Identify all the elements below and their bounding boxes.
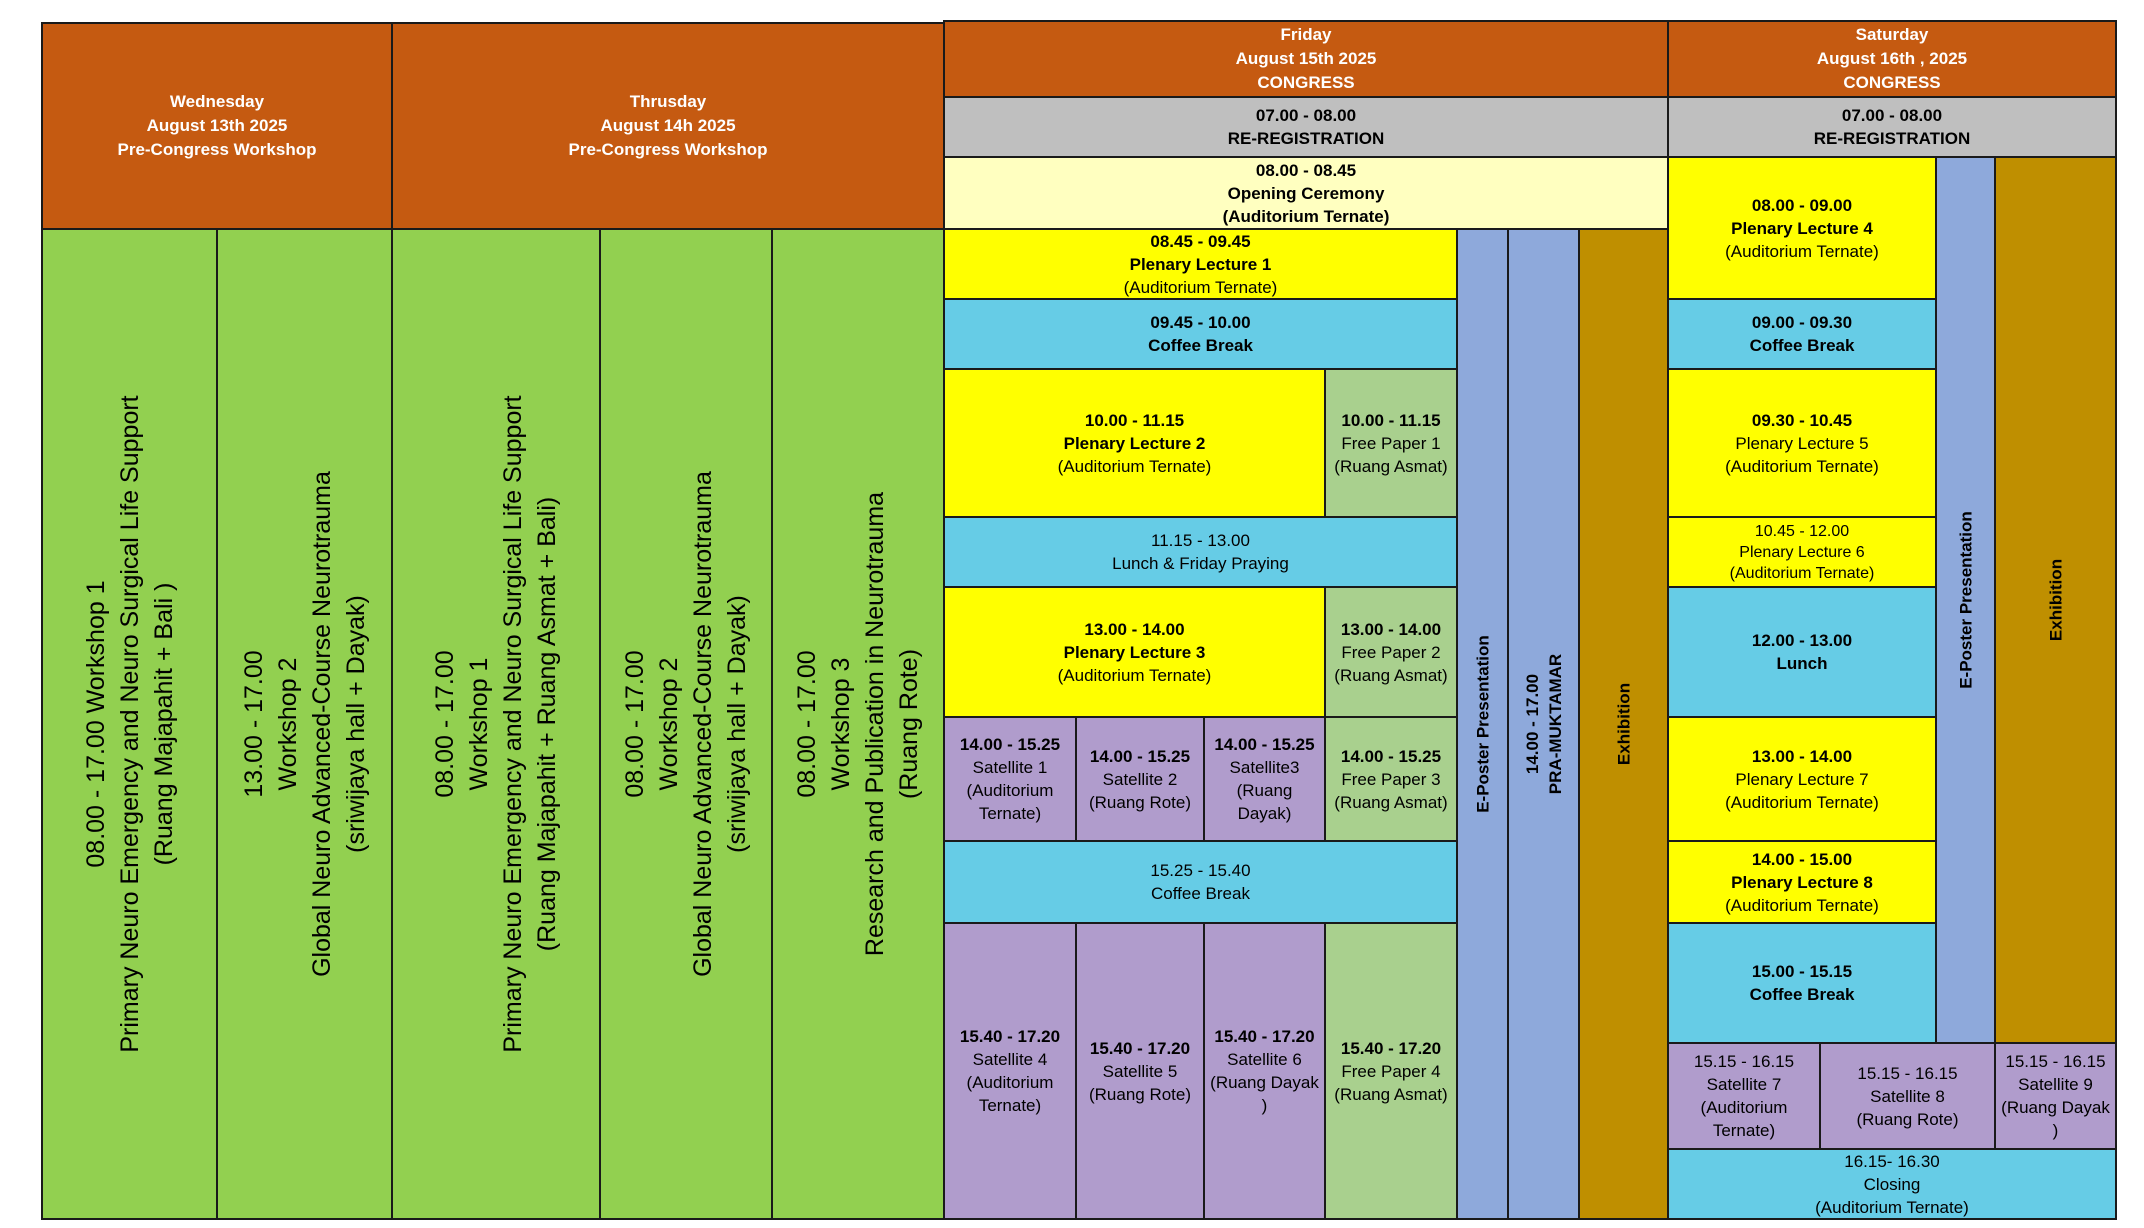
eposter-label: E-Poster Presentation: [1956, 511, 1975, 689]
header-day: Saturday: [1855, 25, 1929, 44]
saturday-coffee-break-1: 09.00 - 09.30 Coffee Break: [1667, 298, 1937, 370]
saturday-coffee-break-2: 15.00 - 15.15 Coffee Break: [1667, 922, 1937, 1044]
friday-satellite-6: 15.40 - 17.20 Satellite 6 (Ruang Dayak ): [1203, 922, 1326, 1220]
friday-satellite-2: 14.00 - 15.25 Satellite 2 (Ruang Rote): [1075, 716, 1205, 842]
wednesday-workshop-1: 08.00 - 17.00 Workshop 1 Primary Neuro E…: [41, 228, 218, 1220]
saturday-plenary-lecture-6: 10.45 - 12.00 Plenary Lecture 6 (Auditor…: [1667, 516, 1937, 588]
friday-satellite-1: 14.00 - 15.25 Satellite 1 (Auditorium Te…: [943, 716, 1077, 842]
friday-pra-muktamar: 14.00 - 17.00 PRA-MUKTAMAR: [1507, 228, 1580, 1220]
workshop-text: 08.00 - 17.00 Workshop 3 Research and Pu…: [793, 491, 923, 957]
saturday-plenary-lecture-5: 09.30 - 10.45 Plenary Lecture 5 (Auditor…: [1667, 368, 1937, 518]
friday-reregistration: 07.00 - 08.00 RE-REGISTRATION: [943, 96, 1669, 158]
saturday-satellite-8: 15.15 - 16.15 Satellite 8 (Ruang Rote): [1819, 1042, 1996, 1150]
exhibition-label: Exhibition: [2046, 558, 2065, 642]
saturday-lunch: 12.00 - 13.00 Lunch: [1667, 586, 1937, 718]
friday-free-paper-4: 15.40 - 17.20 Free Paper 4 (Ruang Asmat): [1324, 922, 1458, 1220]
friday-satellite-4: 15.40 - 17.20 Satellite 4 (Auditorium Te…: [943, 922, 1077, 1220]
saturday-satellite-7: 15.15 - 16.15 Satellite 7 (Auditorium Te…: [1667, 1042, 1821, 1150]
friday-coffee-break-1: 09.45 - 10.00 Coffee Break: [943, 298, 1458, 370]
workshop-text: 08.00 - 17.00 Workshop 2 Global Neuro Ad…: [621, 471, 751, 977]
friday-plenary-lecture-1: 08.45 - 09.45 Plenary Lecture 1 (Auditor…: [943, 228, 1458, 300]
thursday-workshop-1: 08.00 - 17.00 Workshop 1 Primary Neuro E…: [391, 228, 601, 1220]
eposter-label: E-Poster Presentation: [1473, 635, 1492, 813]
header-friday: Friday August 15th 2025 CONGRESS: [943, 20, 1669, 98]
saturday-plenary-lecture-4: 08.00 - 09.00 Plenary Lecture 4 (Auditor…: [1667, 156, 1937, 300]
friday-satellite-5: 15.40 - 17.20 Satellite 5 (Ruang Rote): [1075, 922, 1205, 1220]
header-thursday: Thrusday August 14h 2025 Pre-Congress Wo…: [391, 22, 945, 230]
thursday-workshop-3: 08.00 - 17.00 Workshop 3 Research and Pu…: [771, 228, 945, 1220]
header-date: August 13th 2025: [146, 116, 288, 135]
workshop-text: 13.00 - 17.00 Workshop 2 Global Neuro Ad…: [239, 471, 370, 977]
friday-exhibition: Exhibition: [1578, 228, 1669, 1220]
header-event: Pre-Congress Workshop: [568, 140, 768, 159]
header-date: August 16th , 2025: [1816, 49, 1968, 68]
header-date: August 14h 2025: [600, 116, 736, 135]
friday-plenary-lecture-2: 10.00 - 11.15 Plenary Lecture 2 (Auditor…: [943, 368, 1326, 518]
saturday-satellite-9: 15.15 - 16.15 Satellite 9 (Ruang Dayak ): [1994, 1042, 2117, 1150]
friday-coffee-break-2: 15.25 - 15.40 Coffee Break: [943, 840, 1458, 924]
saturday-reregistration: 07.00 - 08.00 RE-REGISTRATION: [1667, 96, 2117, 158]
pra-muktamar-label: 14.00 - 17.00 PRA-MUKTAMAR: [1522, 653, 1565, 795]
saturday-plenary-lecture-8: 14.00 - 15.00 Plenary Lecture 8 (Auditor…: [1667, 840, 1937, 924]
saturday-closing: 16.15- 16.30 Closing (Auditorium Ternate…: [1667, 1148, 2117, 1220]
exhibition-label: Exhibition: [1614, 682, 1633, 766]
friday-opening-ceremony: 08.00 - 08.45 Opening Ceremony (Auditori…: [943, 156, 1669, 230]
header-day: Thrusday: [629, 92, 707, 111]
header-event: CONGRESS: [1257, 73, 1355, 92]
header-saturday: Saturday August 16th , 2025 CONGRESS: [1667, 20, 2117, 98]
friday-free-paper-1: 10.00 - 11.15 Free Paper 1 (Ruang Asmat): [1324, 368, 1458, 518]
saturday-plenary-lecture-7: 13.00 - 14.00 Plenary Lecture 7 (Auditor…: [1667, 716, 1937, 842]
workshop-text: 08.00 - 17.00 Workshop 1 Primary Neuro E…: [81, 395, 178, 1053]
wednesday-workshop-2: 13.00 - 17.00 Workshop 2 Global Neuro Ad…: [216, 228, 393, 1220]
workshop-text: 08.00 - 17.00 Workshop 1 Primary Neuro E…: [431, 395, 561, 1053]
thursday-workshop-2: 08.00 - 17.00 Workshop 2 Global Neuro Ad…: [599, 228, 773, 1220]
friday-plenary-lecture-3: 13.00 - 14.00 Plenary Lecture 3 (Auditor…: [943, 586, 1326, 718]
header-event: CONGRESS: [1843, 73, 1941, 92]
saturday-exhibition: Exhibition: [1994, 156, 2117, 1044]
header-date: August 15th 2025: [1235, 49, 1377, 68]
friday-satellite-3: 14.00 - 15.25 Satellite3 (Ruang Dayak): [1203, 716, 1326, 842]
header-day: Friday: [1280, 25, 1332, 44]
friday-eposter-presentation: E-Poster Presentation: [1456, 228, 1509, 1220]
friday-free-paper-2: 13.00 - 14.00 Free Paper 2 (Ruang Asmat): [1324, 586, 1458, 718]
header-day: Wednesday: [169, 92, 265, 111]
saturday-eposter-presentation: E-Poster Presentation: [1935, 156, 1996, 1044]
header-event: Pre-Congress Workshop: [117, 140, 317, 159]
friday-free-paper-3: 14.00 - 15.25 Free Paper 3 (Ruang Asmat): [1324, 716, 1458, 842]
friday-lunch: 11.15 - 13.00 Lunch & Friday Praying: [943, 516, 1458, 588]
header-wednesday: Wednesday August 13th 2025 Pre-Congress …: [41, 22, 393, 230]
